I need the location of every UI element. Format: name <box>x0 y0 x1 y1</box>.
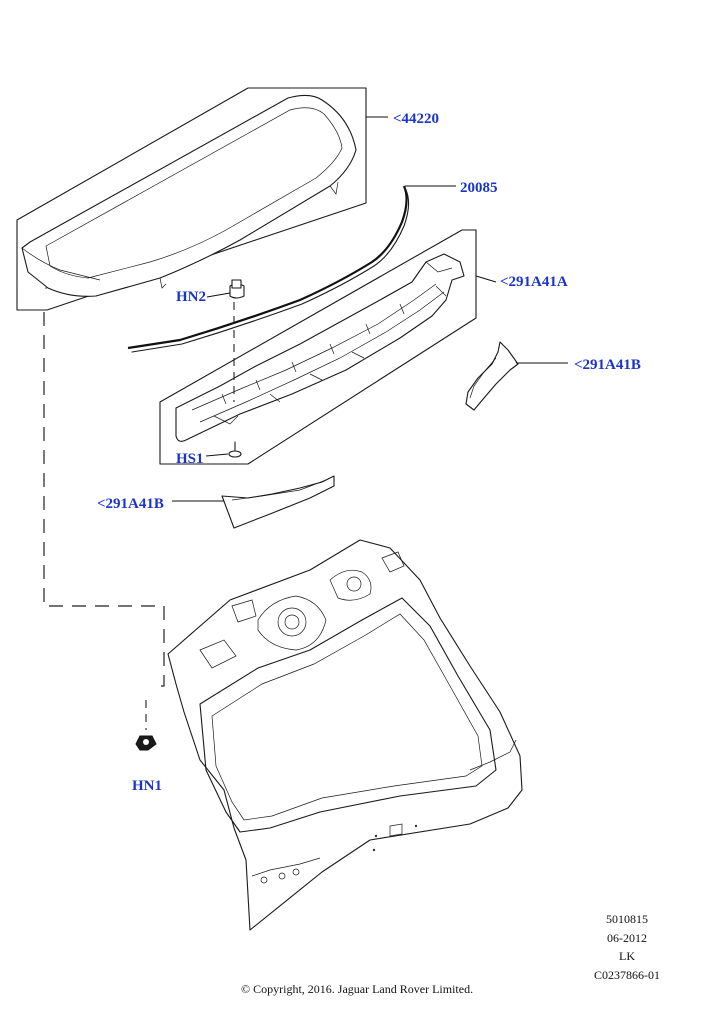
drawing-reference-block: 5010815 06-2012 LK C0237866-01 <box>594 910 660 984</box>
callout-291A41B-right[interactable]: <291A41B <box>574 357 641 373</box>
drawing-id: C0237866-01 <box>594 967 660 982</box>
drawing-number: 5010815 <box>606 912 648 926</box>
spoiler-part <box>21 94 357 297</box>
callout-hs1[interactable]: HS1 <box>176 451 204 467</box>
callout-44220[interactable]: <44220 <box>393 111 440 127</box>
drawing-date: 06-2012 <box>607 930 647 945</box>
hs1-screw <box>205 441 242 458</box>
callout-20085[interactable]: 20085 <box>460 180 498 196</box>
callout-hn2[interactable]: HN2 <box>176 289 206 305</box>
trim-group-box <box>159 229 497 465</box>
hn1-nut <box>135 735 157 751</box>
callout-291A41A[interactable]: <291A41A <box>500 274 568 290</box>
seal-part <box>127 185 456 353</box>
spoiler-group-box <box>16 87 367 311</box>
hn2-fastener <box>206 279 245 299</box>
tailgate-part <box>167 539 523 931</box>
trim-end-right-part <box>465 341 568 411</box>
assembly-guide-lines <box>43 302 235 730</box>
copyright-text: © Copyright, 2016. Jaguar Land Rover Lim… <box>241 982 474 996</box>
callout-hn1[interactable]: HN1 <box>132 778 162 794</box>
drawing-model-code: LK <box>619 949 635 963</box>
callout-291A41B-left[interactable]: <291A41B <box>97 496 164 512</box>
trim-panel-part <box>175 253 465 442</box>
trim-end-left-part <box>172 475 335 529</box>
